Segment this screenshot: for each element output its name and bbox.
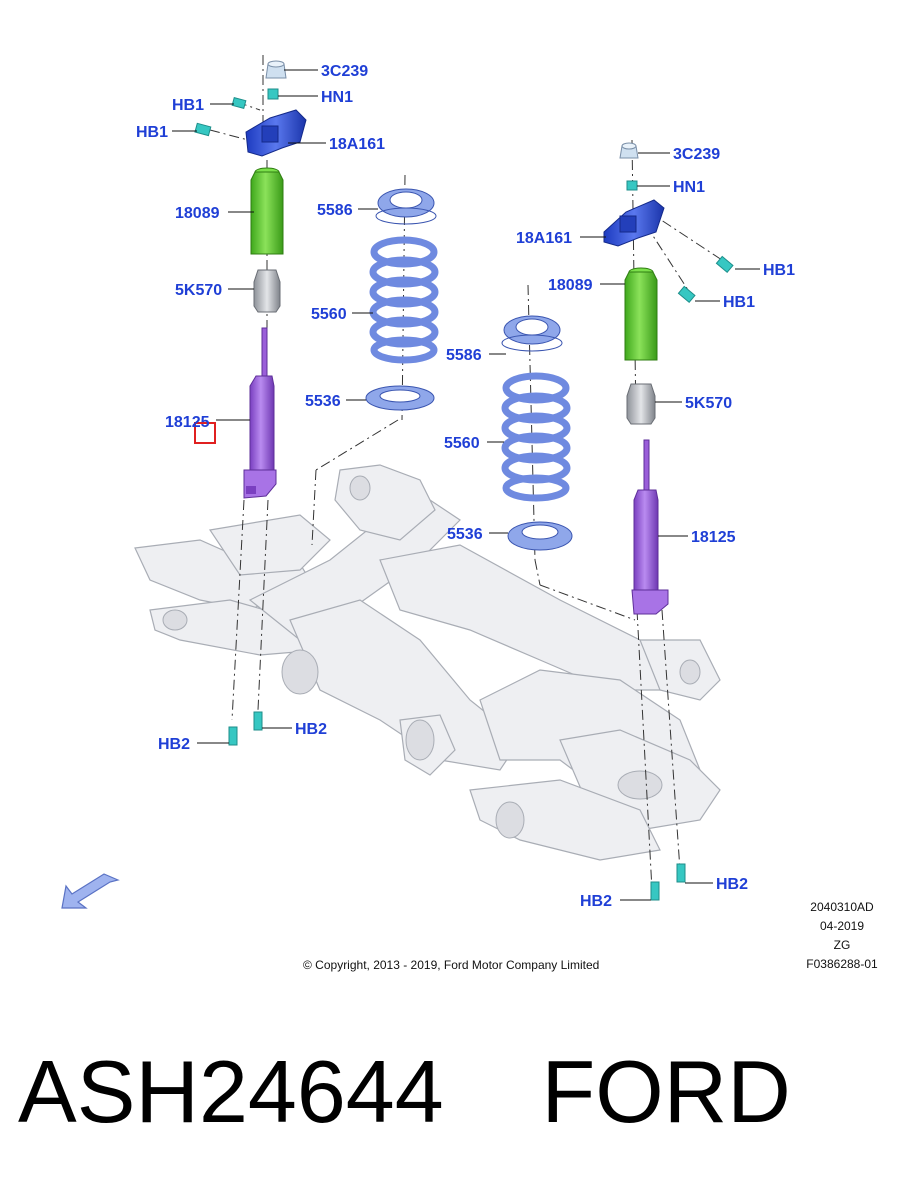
right-upper-mount-18a161 xyxy=(603,199,665,247)
label-5536-left: 5536 xyxy=(305,393,341,410)
label-5536-right: 5536 xyxy=(447,526,483,543)
reference-code: 2040310AD xyxy=(810,900,874,914)
label-3c239-right: 3C239 xyxy=(673,146,720,163)
label-5560-left: 5560 xyxy=(311,306,347,323)
right-bolts-hb2 xyxy=(650,863,686,901)
figure-number: F0386288-01 xyxy=(806,957,878,971)
right-bolts-hb1 xyxy=(677,255,734,304)
label-hb1-right-a: HB1 xyxy=(763,262,795,279)
label-hb2-right-a: HB2 xyxy=(580,893,612,910)
label-5586-left: 5586 xyxy=(317,202,353,219)
label-hb1-right-b: HB1 xyxy=(723,294,755,311)
label-5586-right: 5586 xyxy=(446,347,482,364)
left-lower-spring-seat-5536 xyxy=(365,385,435,411)
label-5560-right: 5560 xyxy=(444,435,480,452)
label-hn1-left: HN1 xyxy=(321,89,353,106)
left-top-nut-3c239 xyxy=(265,60,287,79)
label-hb1-left-b: HB1 xyxy=(136,124,168,141)
right-top-nut-3c239 xyxy=(619,142,639,159)
label-5k570-right: 5K570 xyxy=(685,395,732,412)
right-shock-absorber-18125 xyxy=(631,439,669,615)
label-hb2-left-a: HB2 xyxy=(158,736,190,753)
left-upper-mount-18a161 xyxy=(245,109,307,157)
right-bump-stop-5k570 xyxy=(626,383,656,425)
copyright-notice: © Copyright, 2013 - 2019, Ford Motor Com… xyxy=(303,958,599,972)
part-number-title: ASH24644 FORD xyxy=(18,1042,791,1141)
left-coil-spring-5560 xyxy=(369,236,439,364)
right-lower-spring-seat-5536 xyxy=(507,521,573,551)
label-18089-right: 18089 xyxy=(548,277,593,294)
callout-labels: 3C239 HN1 HB1 HB1 18A161 18089 5K570 181… xyxy=(136,63,795,910)
label-hn1-right: HN1 xyxy=(673,179,705,196)
label-hb2-right-b: HB2 xyxy=(716,876,748,893)
label-18a161-right: 18A161 xyxy=(516,230,572,247)
label-18089-left: 18089 xyxy=(175,205,220,222)
highlight-marker xyxy=(194,422,216,444)
leader-lines xyxy=(172,69,760,901)
reference-date: 04-2019 xyxy=(820,919,864,933)
label-18125-right: 18125 xyxy=(691,529,736,546)
rear-subframe xyxy=(134,464,721,861)
right-upper-spring-seat-5586 xyxy=(501,315,563,352)
label-hb2-left-b: HB2 xyxy=(295,721,327,738)
label-18125-left: 18125 xyxy=(165,414,210,431)
left-bolts-hb2 xyxy=(228,711,263,746)
left-dust-boot-18089 xyxy=(250,167,284,255)
label-hb1-left-a: HB1 xyxy=(172,97,204,114)
left-shock-absorber-18125 xyxy=(243,327,277,499)
left-bolts-hb1 xyxy=(194,96,247,137)
left-upper-spring-seat-5586 xyxy=(375,188,437,225)
label-3c239-left: 3C239 xyxy=(321,63,368,80)
right-coil-spring-5560 xyxy=(501,372,571,502)
label-18a161-left: 18A161 xyxy=(329,136,385,153)
left-bump-stop-5k570 xyxy=(253,269,281,313)
left-nut-hn1 xyxy=(267,88,279,100)
arrow-down-left-icon xyxy=(61,873,120,909)
reference-region: ZG xyxy=(834,938,851,952)
label-5k570-left: 5K570 xyxy=(175,282,222,299)
right-nut-hn1 xyxy=(626,180,638,191)
right-dust-boot-18089 xyxy=(624,267,658,361)
